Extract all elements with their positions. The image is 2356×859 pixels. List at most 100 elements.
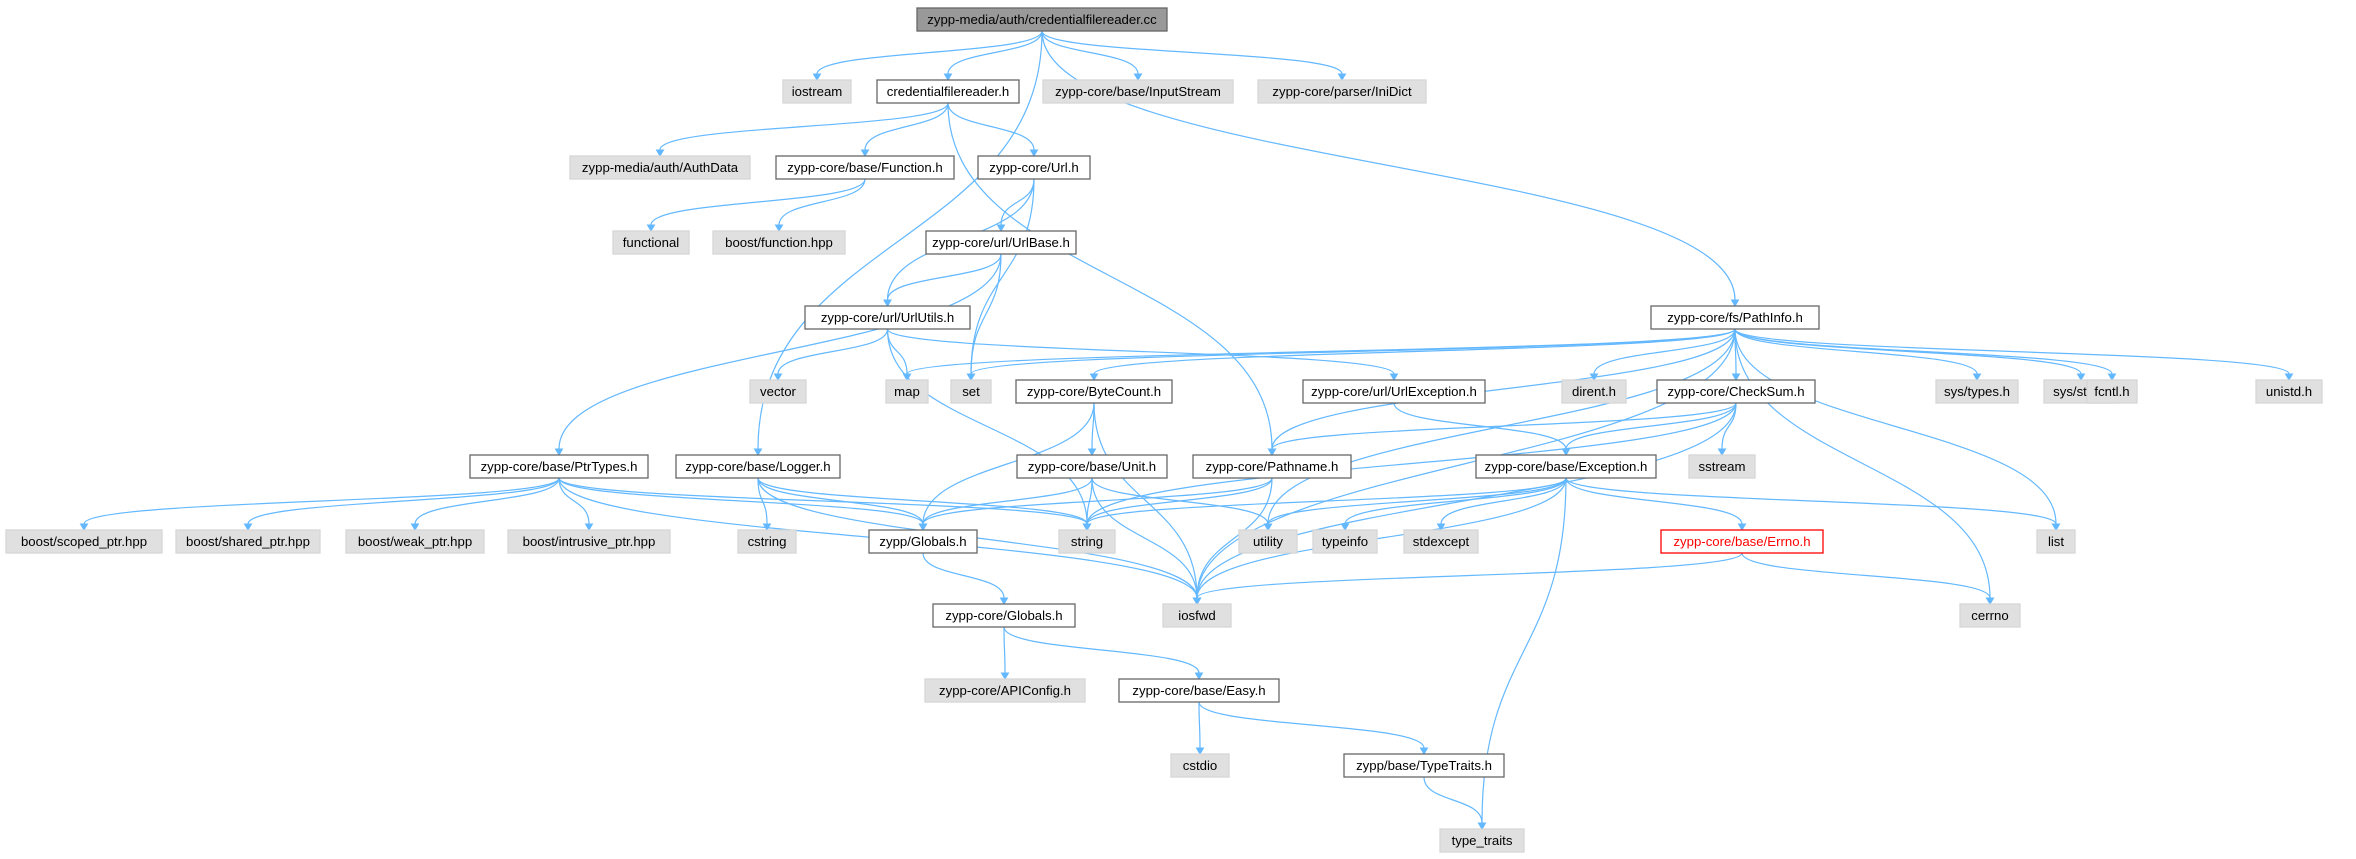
edge-line [1003, 626, 1200, 674]
edge-line [1003, 626, 1006, 674]
node-label: zypp/base/TypeTraits.h [1356, 758, 1492, 773]
node-box [712, 230, 846, 255]
node-box [2086, 379, 2138, 404]
node-zypp-core-base-errno-h[interactable]: zypp-core/base/Errno.h [1660, 529, 1824, 554]
edge-root-to-cfr_h [943, 30, 1043, 81]
edge-arrowhead [2076, 373, 2086, 381]
edge-line [777, 328, 889, 375]
edge-arrowhead [762, 523, 772, 531]
node-type-traits: type_traits [1439, 828, 1525, 853]
node-box [1959, 603, 2021, 628]
edge-line [886, 328, 1395, 375]
node-label: list [2048, 534, 2064, 549]
edge-line [1734, 328, 2082, 375]
node-box [1302, 379, 1486, 404]
node-zypp-core-base-logger-h[interactable]: zypp-core/base/Logger.h [675, 454, 841, 479]
node-zypp-core-base-easy-h[interactable]: zypp-core/base/Easy.h [1118, 678, 1280, 703]
edge-exception-to-typeinfo [1340, 477, 1567, 531]
edge-arrowhead [655, 149, 665, 157]
node-box [924, 678, 1086, 703]
edge-line [1734, 328, 2290, 375]
node-box [569, 155, 751, 180]
node-box [1688, 454, 1756, 479]
edge-typetraits_h-to-type_traits [1423, 776, 1487, 830]
node-zypp-core-base-exception-h[interactable]: zypp-core/base/Exception.h [1475, 454, 1657, 479]
node-zypp-core-url-urlutils-h[interactable]: zypp-core/url/UrlUtils.h [804, 305, 971, 330]
edge-line [1734, 328, 1991, 599]
edge-line [1091, 477, 1198, 599]
node-box [1475, 454, 1657, 479]
node-map: map [885, 379, 929, 404]
node-zypp-core-fs-pathinfo-h[interactable]: zypp-core/fs/PathInfo.h [1650, 305, 1820, 330]
node-box [925, 230, 1077, 255]
node-label: set [962, 384, 980, 399]
edge-root-to-pathinfo [1041, 30, 1740, 307]
edge-line [757, 477, 924, 525]
edge-arrowhead [1985, 597, 1995, 605]
edge-arrowhead [410, 523, 420, 531]
node-label: iostream [792, 84, 843, 99]
node-cstdio: cstdio [1170, 753, 1230, 778]
node-zypp-core-url-urlbase-h[interactable]: zypp-core/url/UrlBase.h [925, 230, 1077, 255]
edge-ptrtypes-to-weak [410, 477, 560, 531]
edge-line [1423, 776, 1483, 824]
edge-bytecount-to-iosfwd [1093, 402, 1202, 605]
edge-arrowhead [860, 149, 870, 157]
node-zypp-core-bytecount-h[interactable]: zypp-core/ByteCount.h [1015, 379, 1173, 404]
node-label: zypp-core/url/UrlUtils.h [821, 310, 954, 325]
edge-arrowhead [774, 224, 784, 232]
node-zypp-core-url-h[interactable]: zypp-core/Url.h [977, 155, 1091, 180]
edge-line [778, 178, 866, 226]
node-zypp-core-globals-h[interactable]: zypp-core/Globals.h [932, 603, 1076, 628]
edge-line [1734, 328, 2057, 525]
node-box [1238, 529, 1298, 554]
node-zypp-core-base-inputstream: zypp-core/base/InputStream [1042, 79, 1234, 104]
node-label: unistd.h [2266, 384, 2312, 399]
node-label: zypp-core/base/Exception.h [1485, 459, 1648, 474]
node-zypp-globals-h[interactable]: zypp/Globals.h [868, 529, 978, 554]
node-zypp-core-base-ptrtypes-h[interactable]: zypp-core/base/PtrTypes.h [469, 454, 649, 479]
node-zypp-media-auth-credentialfilereader-cc[interactable]: zypp-media/auth/credentialfilereader.cc [916, 7, 1168, 32]
node-set: set [950, 379, 992, 404]
node-box [675, 454, 841, 479]
node-box [5, 529, 163, 554]
node-label: boost/intrusive_ptr.hpp [523, 534, 656, 549]
node-iostream: iostream [782, 79, 852, 104]
node-label: zypp-core/parser/IniDict [1272, 84, 1412, 99]
edge-line [886, 328, 1088, 525]
node-credentialfilereader-h[interactable]: credentialfilereader.h [876, 79, 1020, 104]
edge-arrowhead [1477, 822, 1487, 830]
edge-line [1086, 477, 1567, 525]
edge-line [947, 102, 1035, 151]
edge-arrowhead [79, 523, 89, 531]
node-zypp-core-url-urlexception-h[interactable]: zypp-core/url/UrlException.h [1302, 379, 1486, 404]
node-zypp-core-checksum-h[interactable]: zypp-core/CheckSum.h [1656, 379, 1816, 404]
node-label: zypp-core/base/Errno.h [1673, 534, 1810, 549]
node-box [507, 529, 671, 554]
node-box [1118, 678, 1280, 703]
edge-line [864, 102, 949, 151]
edge-line [1086, 402, 1737, 525]
node-box [868, 529, 978, 554]
node-zypp-base-typetraits-h[interactable]: zypp/base/TypeTraits.h [1343, 753, 1505, 778]
node-zypp-core-pathname-h[interactable]: zypp-core/Pathname.h [1192, 454, 1352, 479]
edge-arrowhead [918, 523, 928, 531]
edge-line [1593, 328, 1736, 375]
node-zypp-core-base-unit-h[interactable]: zypp-core/base/Unit.h [1016, 454, 1168, 479]
edge-line [922, 477, 1093, 525]
edge-errno_h-to-iosfwd [1192, 552, 1743, 605]
edge-arrowhead [2107, 373, 2117, 381]
node-box [2255, 379, 2323, 404]
node-zypp-core-base-function-h[interactable]: zypp-core/base/Function.h [775, 155, 955, 180]
node-boost-shared-ptr-hpp: boost/shared_ptr.hpp [175, 529, 321, 554]
node-box [749, 379, 807, 404]
node-label: zypp-core/base/Easy.h [1132, 683, 1265, 698]
node-label: zypp-core/CheckSum.h [1667, 384, 1804, 399]
edge-unit-to-zyppglobals [918, 477, 1093, 531]
node-box [782, 79, 852, 104]
edge-easy-to-cstdio [1195, 701, 1205, 755]
edge-arrowhead [773, 373, 783, 381]
node-label: zypp-core/base/InputStream [1055, 84, 1221, 99]
node-box [1016, 454, 1168, 479]
node-label: zypp-core/APIConfig.h [939, 683, 1071, 698]
